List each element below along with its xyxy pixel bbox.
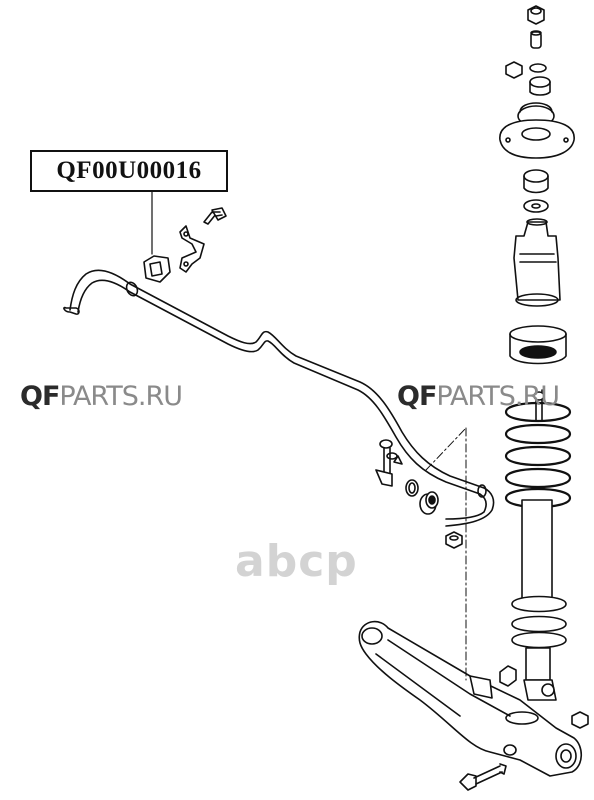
watermark-left: QFPARTS.RU bbox=[20, 381, 183, 412]
stabilizer-bushing bbox=[143, 255, 171, 283]
part-number-text: QF00U00016 bbox=[56, 157, 202, 184]
bracket-bolt bbox=[203, 207, 227, 225]
link-nut bbox=[445, 531, 463, 549]
stabilizer-bracket bbox=[179, 225, 205, 273]
watermark-center: abcp bbox=[235, 536, 358, 587]
watermark-right-light: PARTS.RU bbox=[436, 381, 560, 412]
reference-lines bbox=[425, 427, 467, 681]
strut-mount bbox=[499, 102, 575, 159]
shock-absorber bbox=[511, 389, 567, 701]
watermark-right: QFPARTS.RU bbox=[397, 381, 560, 412]
strut-upper-bushing bbox=[529, 76, 551, 96]
arm-nut bbox=[499, 665, 517, 687]
part-number-label: QF00U00016 bbox=[30, 150, 228, 192]
link-washers bbox=[405, 479, 439, 515]
strut-washer bbox=[523, 199, 549, 213]
stabilizer-bar bbox=[63, 269, 495, 527]
strut-top-nut bbox=[527, 5, 545, 25]
watermark-left-bold: QF bbox=[20, 381, 60, 412]
lower-control-arm bbox=[358, 620, 583, 777]
strut-lower-bushing bbox=[523, 169, 549, 194]
watermark-right-bold: QF bbox=[397, 381, 437, 412]
upper-spring-seat bbox=[509, 325, 567, 365]
arm-bolt-bottom bbox=[459, 763, 507, 791]
coil-spring bbox=[504, 401, 572, 509]
strut-top-sleeve bbox=[530, 30, 542, 49]
strut-top-washer bbox=[505, 61, 547, 79]
watermark-left-light: PARTS.RU bbox=[59, 381, 183, 412]
dust-boot bbox=[513, 218, 561, 307]
stabilizer-link bbox=[375, 439, 403, 487]
arm-bolt-right bbox=[571, 711, 589, 729]
